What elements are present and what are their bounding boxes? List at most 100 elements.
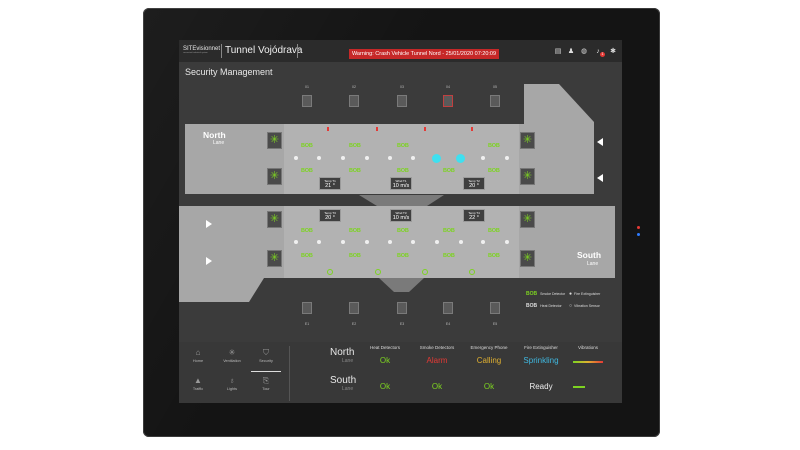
station-label: 03 [400,85,404,89]
fan-icon[interactable]: ✳ [267,211,282,228]
emergency-phone-icon[interactable] [397,302,407,314]
station-label: 01 [305,85,309,89]
fan-icon[interactable]: ✳ [520,211,535,228]
wind-readout[interactable]: Wind T3 10 m/s [390,209,412,222]
fan-icon[interactable]: ✳ [520,132,535,149]
vibration-sensor[interactable] [327,269,333,275]
smoke-detector[interactable]: BOB [397,143,409,149]
vibration-sensor[interactable] [469,269,475,275]
smoke-detector[interactable]: BOB [488,228,500,234]
smoke-detector[interactable]: BOB [488,143,500,149]
fan-icon: ✳ [228,348,236,357]
direction-right-icon [206,220,212,228]
bell-icon[interactable]: ♪1 [596,48,605,57]
globe-icon[interactable]: ◍ [580,48,588,55]
fan-icon[interactable]: ✳ [267,250,282,267]
heat-detector[interactable]: BOB [488,168,500,174]
heat-detector[interactable]: BOB [443,168,455,174]
heat-detector[interactable]: BOB [397,253,409,259]
shield-icon: ⛉ [263,348,269,357]
temperature-readout[interactable]: Temp T3 20 ° [319,209,341,222]
heat-detector[interactable]: BOB [349,168,361,174]
traffic-cone-icon: ▲ [194,376,202,385]
direction-left-icon [597,138,603,146]
legend-label: Heat Detector [540,304,562,308]
emergency-phone-icon[interactable] [302,302,312,314]
nav-traffic[interactable]: ▲ Traffic [183,376,213,400]
heat-detector[interactable]: BOB [301,168,313,174]
heat-detector[interactable]: BOB [443,253,455,259]
smoke-detector[interactable]: BOB [301,228,313,234]
emergency-phone-icon[interactable] [349,95,359,107]
sensor-dot[interactable] [388,240,392,244]
sensor-dot[interactable] [505,240,509,244]
sensor-dot[interactable] [294,240,298,244]
sensor-dot[interactable] [341,240,345,244]
sensor-dot[interactable] [294,156,298,160]
temperature-readout[interactable]: Temp T2 20 ° [463,177,485,190]
south-lane-label: South [577,250,602,260]
sensor-dot[interactable] [365,240,369,244]
emergency-phone-icon[interactable] [490,95,500,107]
sensor-dot[interactable] [481,240,485,244]
crossover [359,195,444,206]
nav-home[interactable]: ⌂ Home [183,348,213,372]
sensor-dot-active[interactable] [456,154,465,163]
top-bar: SITEvisionnet connected industrial syste… [179,40,622,62]
smoke-detector[interactable]: BOB [443,228,455,234]
col-smoke-detectors: Smoke Detectors [419,345,455,350]
emergency-phone-icon[interactable] [349,302,359,314]
sensor-dot[interactable] [365,156,369,160]
smoke-detector[interactable]: BOB [349,228,361,234]
heat-detector[interactable]: BOB [488,253,500,259]
readout-label: Temp T1 [324,179,336,183]
readout-value: 22 ° [469,215,479,221]
user-icon[interactable]: ♟ [567,48,575,55]
sensor-dot[interactable] [459,240,463,244]
nav-tour[interactable]: ⎘ Tour [251,376,281,400]
north-phone-status: Calling [476,356,502,365]
emergency-phone-icon[interactable] [490,302,500,314]
sensor-dot[interactable] [388,156,392,160]
heat-detector[interactable]: BOB [349,253,361,259]
sensor-dot[interactable] [411,156,415,160]
emergency-phone-icon[interactable] [443,95,453,107]
station-label: 05 [493,85,497,89]
alarm-marker [471,127,473,131]
smoke-detector[interactable]: BOB [349,143,361,149]
sensor-dot-active[interactable] [432,154,441,163]
wind-readout[interactable]: Wind T1 10 m/s [390,177,412,190]
gear-icon[interactable]: ✱ [610,48,616,55]
warning-banner[interactable]: Warning: Crash Vehicle Tunnel Nord - 25/… [349,49,499,59]
temperature-readout[interactable]: Temp T4 22 ° [463,209,485,222]
sensor-dot[interactable] [317,156,321,160]
sensor-dot[interactable] [341,156,345,160]
readout-label: Wind T3 [395,211,407,215]
fan-icon[interactable]: ✳ [267,168,282,185]
emergency-phone-icon[interactable] [302,95,312,107]
fan-icon[interactable]: ✳ [520,250,535,267]
nav-ventilation[interactable]: ✳ Ventilation [217,348,247,372]
nav-lights[interactable]: ♁ Lights [217,376,247,400]
smoke-detector[interactable]: BOB [301,143,313,149]
smoke-detector[interactable]: BOB [397,228,409,234]
heat-detector[interactable]: BOB [397,168,409,174]
vibration-sensor[interactable] [422,269,428,275]
sensor-dot[interactable] [481,156,485,160]
sensor-dot[interactable] [435,240,439,244]
sensor-dot[interactable] [411,240,415,244]
nav-security[interactable]: ⛉ Security [251,348,281,372]
emergency-phone-icon[interactable] [397,95,407,107]
sensor-dot[interactable] [317,240,321,244]
calendar-icon[interactable]: ▤ [554,48,562,55]
temperature-readout[interactable]: Temp T1 21 ° [319,177,341,190]
fan-icon[interactable]: ✳ [267,132,282,149]
logo-subtitle: connected industrial system [183,52,208,54]
sensor-dot[interactable] [505,156,509,160]
vibration-sensor[interactable] [375,269,381,275]
fan-icon[interactable]: ✳ [520,168,535,185]
emergency-phone-icon[interactable] [443,302,453,314]
readout-value: 21 ° [325,183,335,189]
heat-detector[interactable]: BOB [301,253,313,259]
